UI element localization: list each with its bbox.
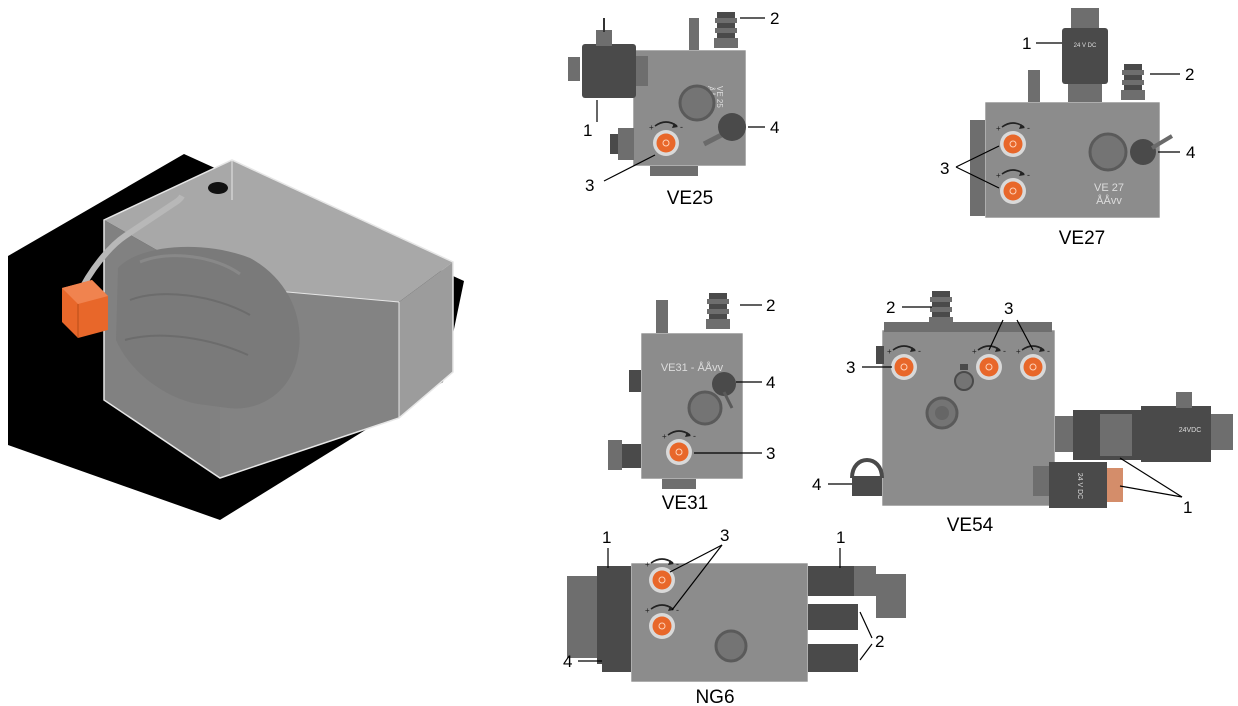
- ve27-solenoid-coil: 24 V DC: [1062, 8, 1108, 102]
- ve54-callout-3a: 3: [1004, 299, 1013, 318]
- ve25-callout-4: 4: [770, 118, 779, 137]
- ng6-fittings: [808, 604, 858, 672]
- ve25-callout-1: 1: [583, 121, 592, 140]
- ve27-caption: VE27: [1059, 228, 1105, 249]
- ve54-solenoid-valve: 24VDC: [1055, 392, 1233, 462]
- pipe: [75, 194, 185, 298]
- ve27-callout-4: 4: [1186, 143, 1195, 162]
- unit-captions: VE25 VE27 VE31 VE54 NG6: [662, 188, 1105, 706]
- ve54-coil-text-2: 24 V DC: [1076, 473, 1083, 499]
- ng6-left-coil: [567, 566, 631, 664]
- ve31-fitting: [706, 293, 730, 329]
- ve27-callout-2: 2: [1185, 65, 1194, 84]
- ve31-block-text: VE31 - ÅÅvv: [661, 361, 724, 374]
- tank-glass-outline: [103, 159, 454, 479]
- ve54-callout-3b: 3: [846, 358, 855, 377]
- ve54-coil-text-1: 24VDC: [1179, 427, 1202, 434]
- ve25-solenoid-coil: [568, 18, 648, 98]
- ve54-callout-2: 2: [886, 298, 895, 317]
- ve31-callout-3: 3: [766, 444, 775, 463]
- ve54-fitting: [929, 291, 953, 327]
- ve25-caption: VE25: [667, 188, 713, 209]
- ve31-callout-4: 4: [766, 373, 775, 392]
- ve27-callout-1: 1: [1022, 34, 1031, 53]
- ve25-port-plug: [678, 84, 716, 122]
- unit-ng6: [567, 544, 906, 683]
- tank-right-face: [399, 262, 453, 418]
- unit-ve27: 24 V DC VE 27 ÅÅvv: [955, 8, 1180, 219]
- ve25-pressure-gauge: [702, 113, 746, 147]
- ve25-side-fitting: [610, 128, 634, 160]
- ve54-callout-4: 4: [812, 475, 821, 494]
- ng6-callout-3: 3: [720, 526, 729, 545]
- ve27-block: [984, 101, 1161, 219]
- ve54-callout-1: 1: [1183, 498, 1192, 517]
- ve25-block-text: VE 25: [715, 86, 724, 108]
- ve27-block-text-1: VE 27: [1094, 182, 1124, 194]
- unit-ve31: VE31 - ÅÅvv: [608, 293, 762, 489]
- ve31-caption: VE31: [662, 493, 708, 514]
- ve27-coil-text: 24 V DC: [1074, 43, 1097, 49]
- unit-ve25: VE 25 ÅÅvv: [568, 12, 765, 182]
- filler-cap: [208, 182, 228, 194]
- ve31-callout-2: 2: [766, 296, 775, 315]
- ng6-callout-1a: 1: [602, 528, 611, 547]
- ve27-fitting: [1121, 64, 1145, 100]
- ng6-caption: NG6: [695, 687, 734, 706]
- ve25-callout-3: 3: [585, 176, 594, 195]
- electric-motor: [116, 246, 300, 409]
- power-pack-illustration: [8, 154, 464, 520]
- ng6-right-coil: [808, 566, 906, 618]
- ve25-callout-2: 2: [770, 9, 779, 28]
- callout-labels: 1 2 3 4 1 2 3 4 2 3 4 1 2 3 3 4 1 1 2 3 …: [563, 9, 1195, 671]
- ve25-fitting: [689, 12, 738, 50]
- ve54-lower-coil: 24 V DC: [1033, 462, 1123, 508]
- ve54-caption: VE54: [947, 515, 994, 536]
- ng6-callout-4: 4: [563, 652, 572, 671]
- ve27-callout-3: 3: [940, 159, 949, 178]
- ve54-gauge: [850, 458, 884, 496]
- orange-junction-box: [62, 280, 108, 338]
- ng6-callout-2: 2: [875, 632, 884, 651]
- ve27-block-text-2: ÅÅvv: [1096, 194, 1122, 207]
- ng6-callout-1b: 1: [836, 528, 845, 547]
- unit-ve54: 24VDC 24 V DC: [828, 291, 1233, 508]
